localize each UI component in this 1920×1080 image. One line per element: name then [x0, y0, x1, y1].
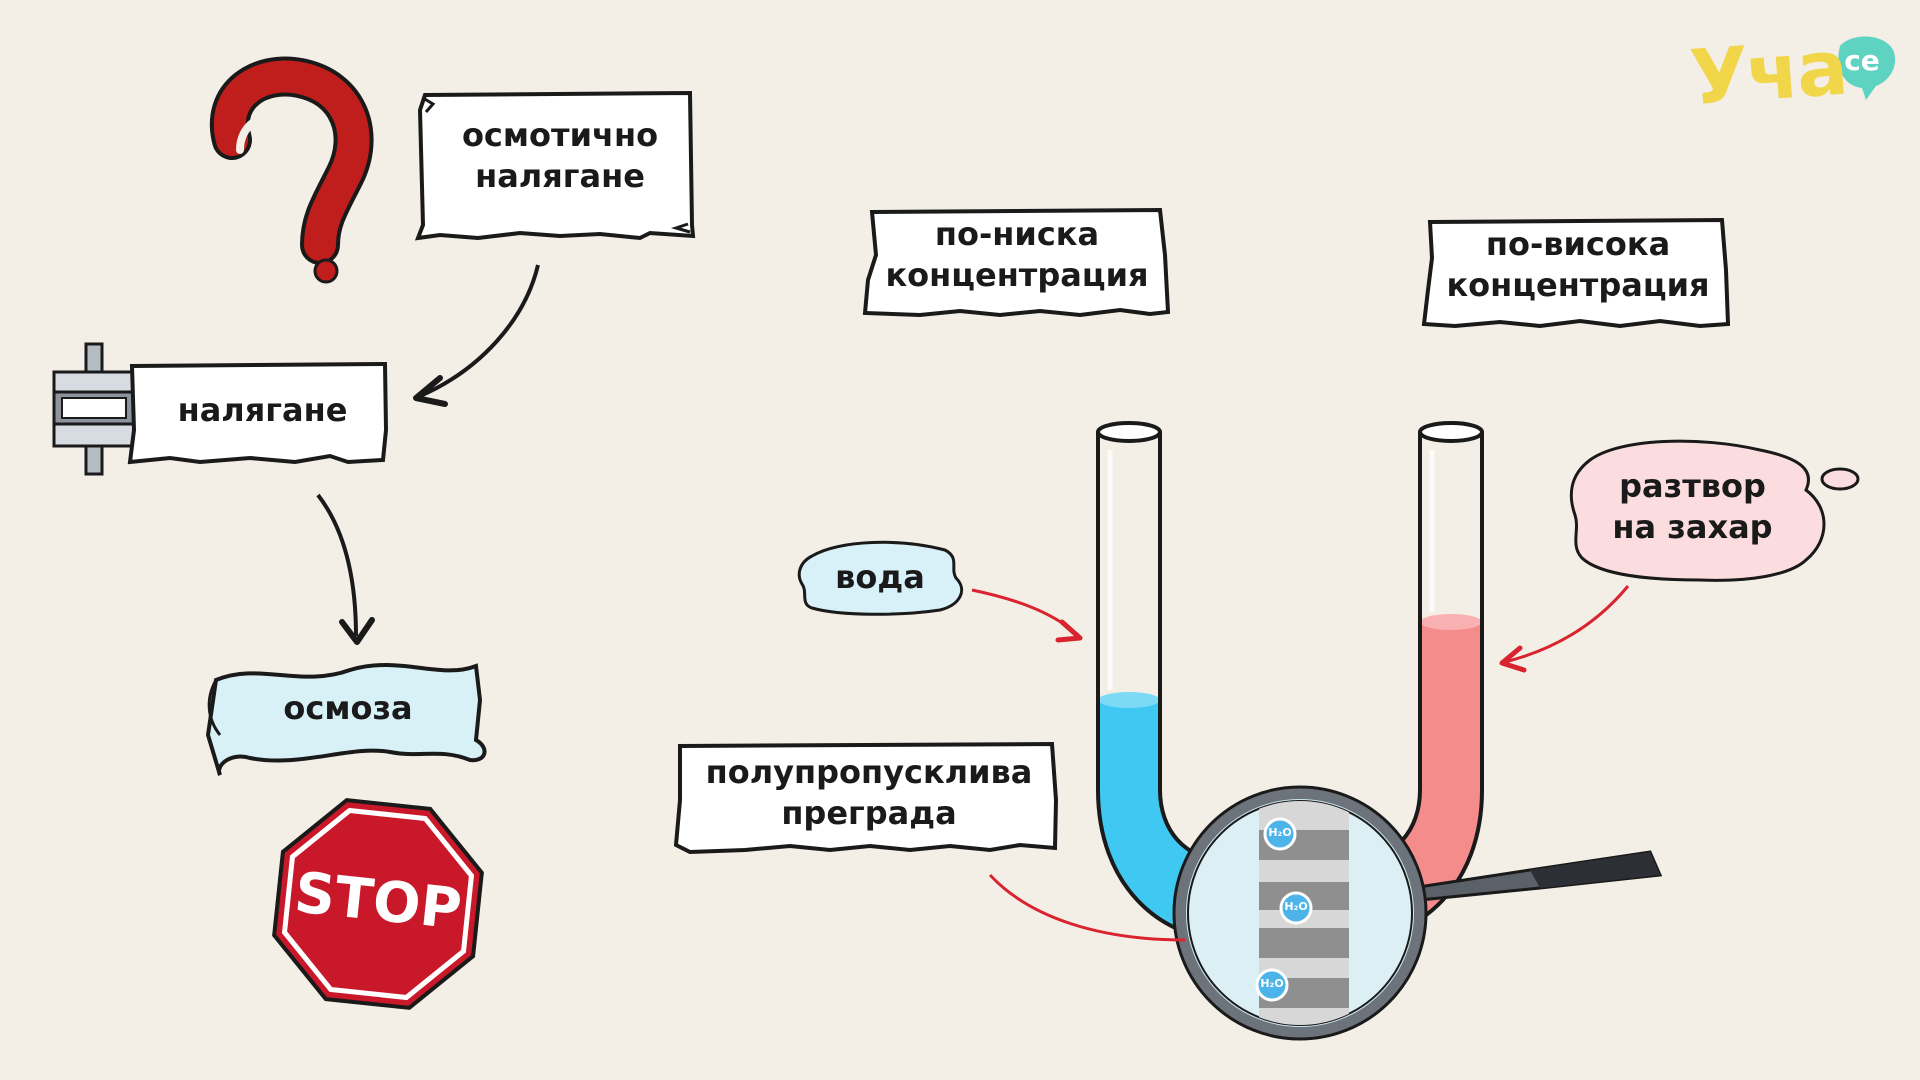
logo-badge-icon: [1838, 36, 1896, 100]
logo-badge-text: се: [1844, 44, 1880, 77]
arrow-pressure-to-osmosis: [316, 493, 375, 645]
osmotic-pressure-line-2: налягане: [475, 156, 645, 195]
water-label: вода: [805, 557, 955, 598]
lower-concentration-line-2: концентрация: [885, 255, 1149, 294]
water-cloud: [797, 540, 963, 616]
pressure-box: [127, 361, 389, 465]
press-clamp-icon: [52, 342, 136, 476]
lower-concentration-label: по-ниска концентрация: [872, 214, 1162, 296]
pressure-text: налягане: [177, 391, 348, 429]
osmosis-banner: [205, 663, 487, 776]
stop-sign-icon: [272, 798, 484, 1010]
lower-concentration-box: [862, 207, 1171, 318]
question-mark-icon: [210, 56, 374, 284]
arrow-osmotic-to-pressure: [413, 264, 540, 407]
sugar-solution-line-2: на захар: [1612, 507, 1773, 546]
osmosis-label: осмоза: [228, 688, 468, 729]
arrow-solution-to-tube: [1499, 585, 1630, 673]
semipermeable-membrane-line-2: преграда: [781, 793, 957, 832]
molecule-label-2: H₂O: [1284, 900, 1308, 913]
osmotic-pressure-label: осмотично налягане: [430, 115, 690, 197]
higher-concentration-line-1: по-висока: [1485, 225, 1671, 263]
sugar-solution-line-1: разтвор: [1619, 467, 1766, 505]
semipermeable-membrane-label: полупропусклива преграда: [684, 752, 1054, 834]
higher-concentration-box: [1421, 217, 1731, 329]
higher-concentration-line-2: концентрация: [1446, 265, 1710, 304]
logo-text: Уча: [1687, 22, 1849, 123]
osmotic-pressure-line-1: осмотично: [461, 116, 659, 154]
semipermeable-membrane-box: [673, 741, 1059, 855]
higher-concentration-label: по-висока концентрация: [1432, 224, 1724, 306]
magnifying-glass-icon: [1172, 785, 1663, 1041]
pressure-label: налягане: [150, 390, 375, 431]
water-molecule-icon: [1255, 817, 1313, 1002]
molecule-label-1: H₂O: [1268, 826, 1292, 839]
pointer-membrane: [988, 873, 1186, 942]
arrow-water-to-tube: [971, 588, 1083, 643]
lower-concentration-line-1: по-ниска: [934, 215, 1100, 253]
sugar-solution-label: разтвор на захар: [1580, 466, 1805, 548]
water-text: вода: [835, 558, 925, 596]
semipermeable-membrane-line-1: полупропусклива: [705, 753, 1033, 791]
osmosis-text: осмоза: [283, 689, 413, 727]
sugar-solution-cloud: [1569, 439, 1860, 582]
osmotic-pressure-box: [414, 90, 696, 241]
molecule-label-3: H₂O: [1260, 977, 1284, 990]
